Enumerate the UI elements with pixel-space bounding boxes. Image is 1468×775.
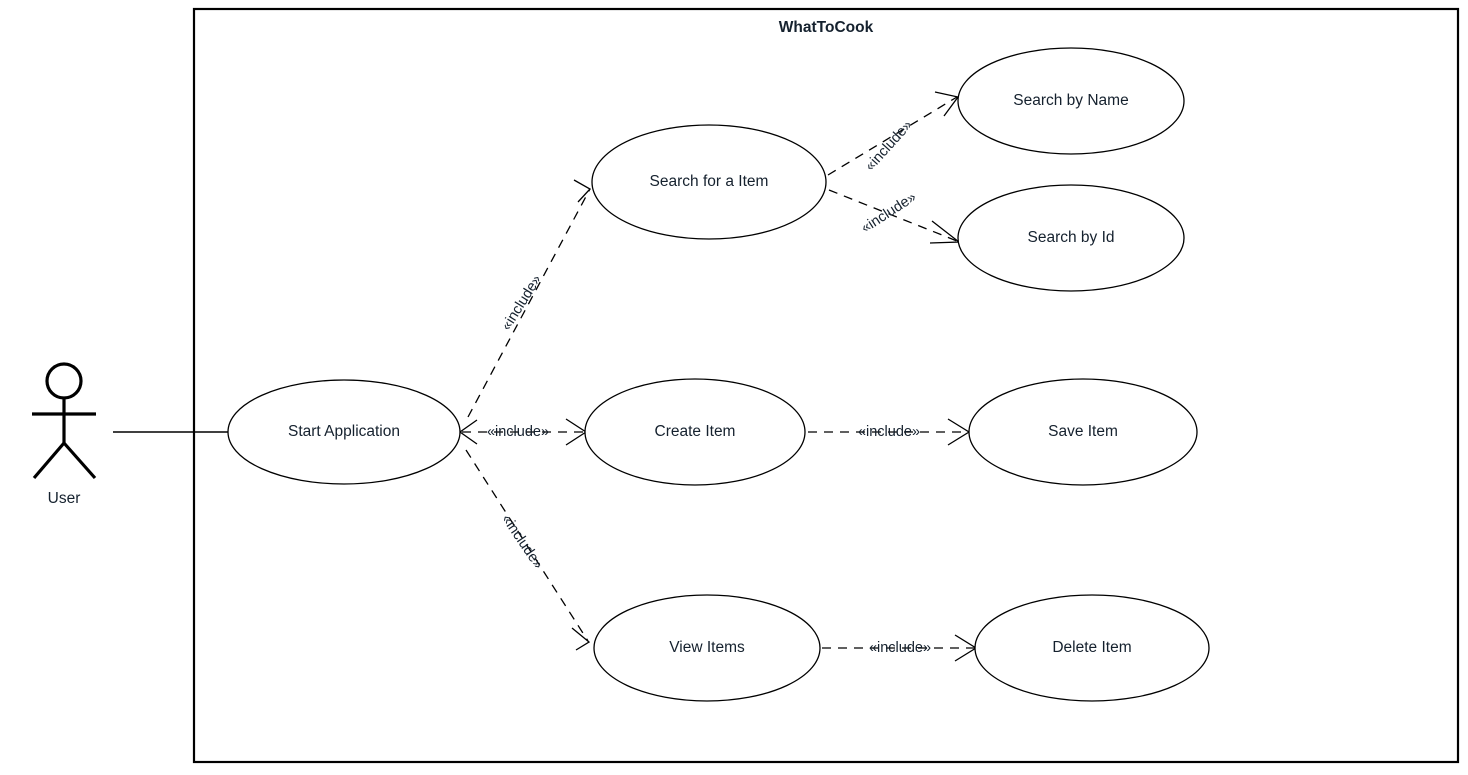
system-boundary-title: WhatToCook	[779, 19, 874, 36]
include-connector-line	[467, 188, 591, 418]
use-case-ellipse	[968, 378, 1198, 486]
include-arrow-head	[934, 91, 960, 117]
include-view-items-delete-item[interactable]: «include»	[822, 634, 978, 662]
use-case-label: View Items	[669, 639, 745, 656]
use-case-start-application[interactable]: Start Application	[227, 379, 461, 485]
use-case-ellipse	[957, 47, 1185, 155]
use-case-ellipse	[584, 378, 806, 486]
system-boundary-rect	[192, 7, 1460, 764]
include-arrow-head	[571, 627, 591, 651]
use-case-view-items[interactable]: View Items	[593, 594, 821, 702]
use-case-label: Search for a Item	[650, 173, 769, 190]
use-case-search-for-a-item[interactable]: Search for a Item	[591, 124, 827, 240]
use-case-search-by-name[interactable]: Search by Name	[957, 47, 1185, 155]
use-case-ellipse	[593, 594, 821, 702]
use-case-label: Search by Name	[1013, 92, 1128, 109]
include-connector-line	[828, 189, 958, 242]
use-case-label: Search by Id	[1027, 229, 1114, 246]
actor-left-leg-line	[32, 441, 66, 480]
include-start-application-view-items[interactable]: «include»	[465, 449, 591, 651]
include-connector-line	[465, 449, 589, 642]
include-stereotype-label: «include»	[487, 424, 549, 440]
include-stereotype-label: «include»	[869, 640, 931, 656]
use-case-save-item[interactable]: Save Item	[968, 378, 1198, 486]
use-case-search-by-id[interactable]: Search by Id	[957, 184, 1185, 292]
include-stereotype-label: «include»	[499, 272, 545, 333]
include-stereotype-label: «include»	[862, 117, 915, 174]
use-case-create-item[interactable]: Create Item	[584, 378, 806, 486]
include-create-item-save-item[interactable]: «include»	[808, 418, 971, 446]
actor-user-label: User	[48, 490, 81, 507]
include-start-application-search-for-a-item[interactable]: «include»	[467, 179, 592, 418]
actor-head-icon	[45, 362, 83, 400]
include-stereotype-label: «include»	[859, 189, 920, 236]
include-search-for-a-item-search-by-id[interactable]: «include»	[828, 189, 961, 244]
use-case-delete-item[interactable]: Delete Item	[974, 594, 1210, 702]
include-stereotype-label: «include»	[498, 512, 546, 572]
actor-right-leg-line	[62, 441, 97, 480]
include-start-application-create-item[interactable]: «include»	[458, 418, 588, 446]
system-boundary: WhatToCook	[192, 7, 1460, 764]
use-case-ellipse	[227, 379, 461, 485]
use-case-ellipse	[974, 594, 1210, 702]
use-case-label: Create Item	[655, 423, 736, 440]
use-case-label: Delete Item	[1052, 639, 1131, 656]
use-case-label: Start Application	[288, 423, 400, 440]
use-case-label: Save Item	[1048, 423, 1118, 440]
use-case-ellipse	[591, 124, 827, 240]
use-case-ellipse	[957, 184, 1185, 292]
include-stereotype-label: «include»	[858, 424, 920, 440]
include-search-for-a-item-search-by-name[interactable]: «include»	[827, 91, 960, 176]
include-arrow-head	[573, 179, 592, 203]
actor-user[interactable]: User	[32, 362, 97, 507]
